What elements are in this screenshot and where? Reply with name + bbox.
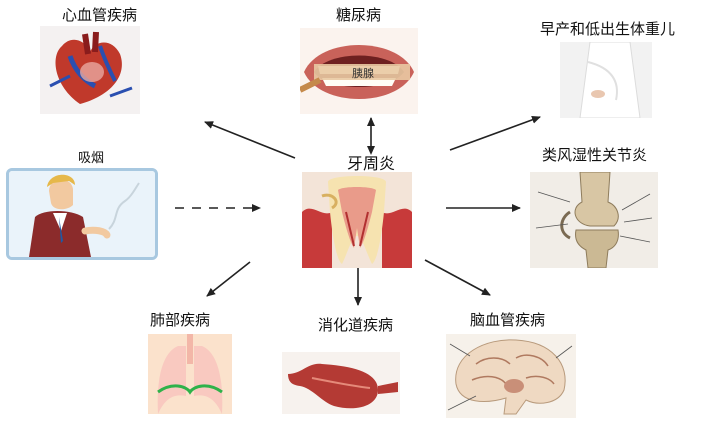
- preterm-label: 早产和低出生体重儿: [540, 20, 676, 38]
- lung-image: [148, 334, 232, 414]
- cerebro-label: 脑血管疾病: [470, 311, 546, 329]
- heart-image: [40, 26, 140, 114]
- arrow-to-cardio: [204, 121, 296, 159]
- smoking-label: 吸烟: [78, 151, 105, 166]
- knee-joint-image: [530, 172, 658, 268]
- arthritis-label: 类风湿性关节炎: [542, 146, 648, 164]
- diabetes-label: 糖尿病: [336, 6, 382, 24]
- stomach-image: [282, 352, 400, 414]
- lung-label: 肺部疾病: [150, 311, 211, 329]
- pregnant-woman-image: [560, 42, 652, 118]
- diabetes-mouth-image: 胰腺: [300, 28, 418, 114]
- diabetes-sign-text: 胰腺: [352, 66, 374, 80]
- digestive-label: 消化道疾病: [318, 316, 394, 334]
- smoking-man-image: [6, 168, 158, 260]
- cardio-label: 心血管疾病: [62, 6, 138, 24]
- periodontitis-tooth-image: [302, 172, 412, 268]
- arrow-to-cerebro: [424, 259, 491, 296]
- center-label: 牙周炎: [347, 154, 396, 173]
- arrow-to-preterm: [449, 115, 541, 151]
- brain-image: [446, 334, 576, 418]
- arrow-to-lung: [206, 261, 251, 297]
